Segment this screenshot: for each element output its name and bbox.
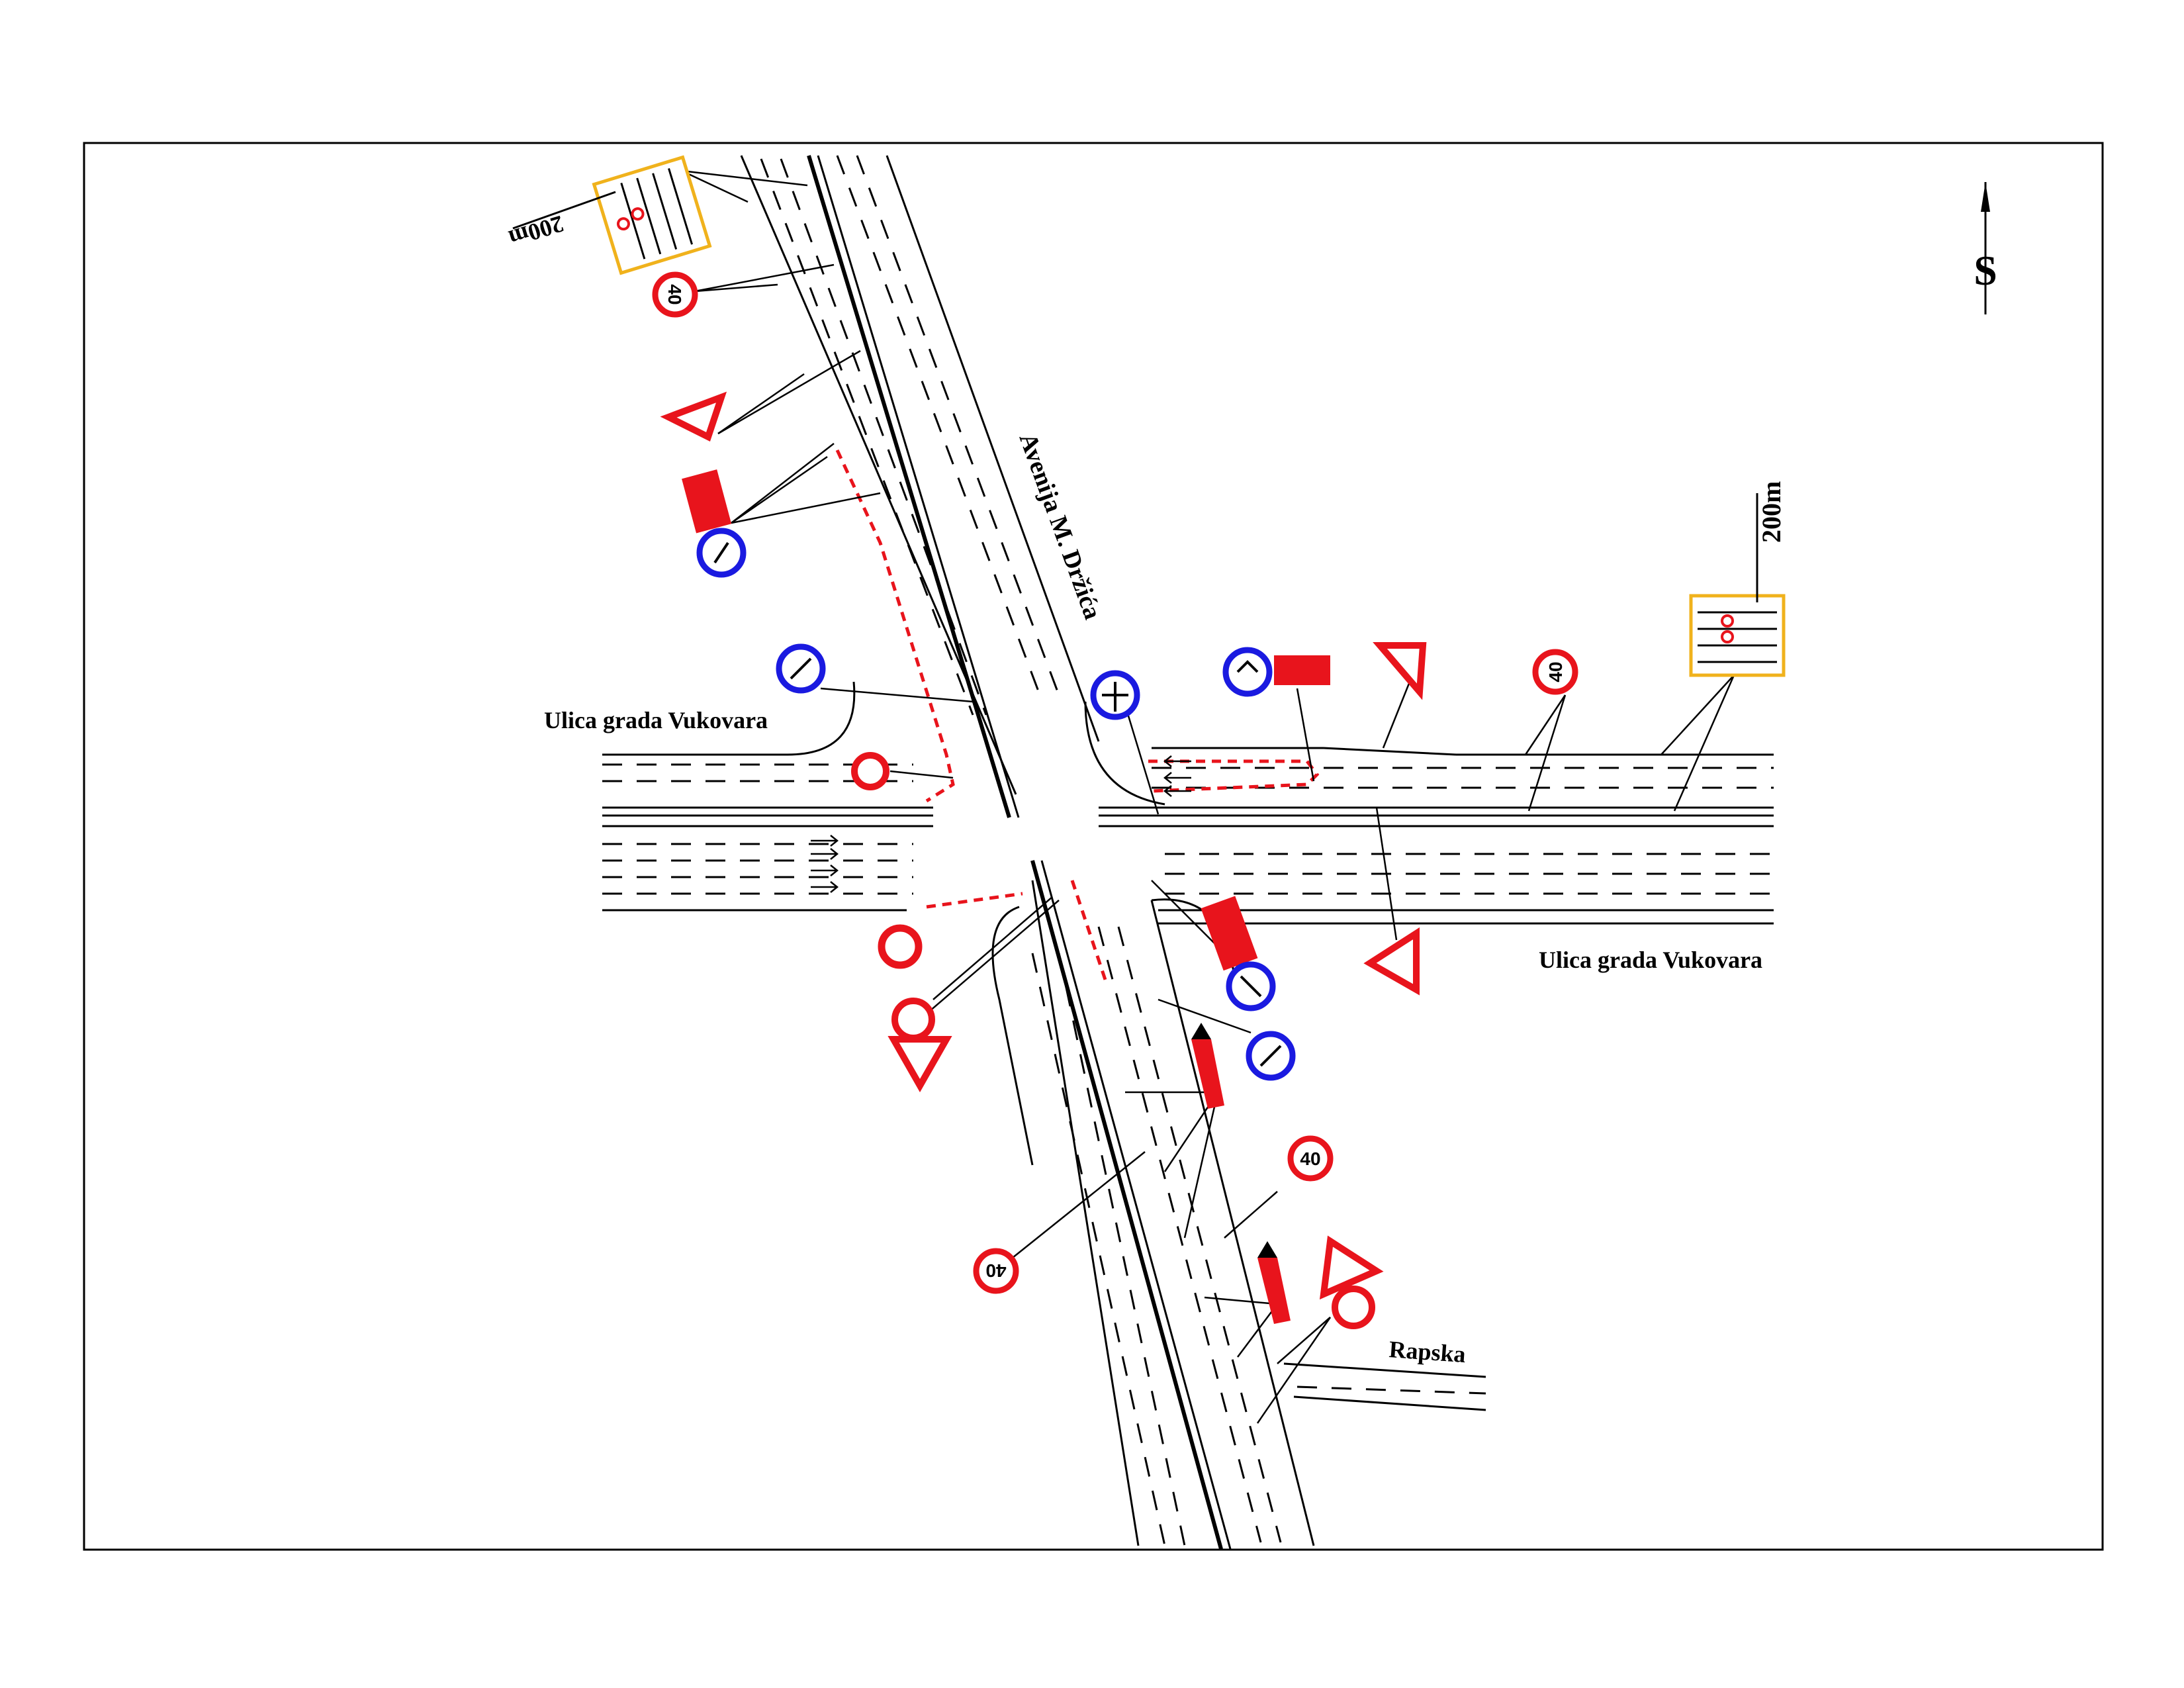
no-entry-sign xyxy=(1332,1286,1375,1329)
street-label-cross-west: Ulica grada Vukovara xyxy=(544,707,768,733)
info-panel-east xyxy=(1689,594,1786,677)
lane-arrows xyxy=(811,755,1191,893)
info-panel-north xyxy=(592,155,712,275)
distance-line-north xyxy=(512,191,616,230)
distance-label-east: 200m xyxy=(1756,481,1786,543)
keep-right-sign xyxy=(1246,1031,1296,1081)
speed-limit-value: 40 xyxy=(985,1260,1006,1281)
keep-right-sign xyxy=(776,643,826,694)
street-label-side: Rapska xyxy=(1388,1336,1467,1368)
keep-right-sign xyxy=(1226,961,1276,1011)
roadwork-barrier xyxy=(1274,655,1330,685)
speed-limit-value: 40 xyxy=(1300,1149,1320,1169)
roadwork-barrier xyxy=(1201,896,1258,971)
street-label-cross-east: Ulica grada Vukovara xyxy=(1539,947,1762,973)
direction-sign xyxy=(1090,670,1140,720)
speed-limit-value: 40 xyxy=(664,284,685,305)
no-entry-sign xyxy=(851,752,889,790)
distance-label-north: 200m xyxy=(506,211,567,252)
speed-limit-sign: 40 xyxy=(652,271,698,318)
warning-triangle-sign xyxy=(660,391,727,442)
speed-limit-value: 40 xyxy=(1545,661,1566,682)
cross-street xyxy=(602,747,1774,1411)
warning-triangle-sign xyxy=(1373,642,1427,700)
beacon-marker xyxy=(1257,1241,1291,1324)
warning-triangle-sign xyxy=(1319,1235,1384,1300)
sheet-border xyxy=(83,142,2104,1551)
direction-sign xyxy=(1222,647,1273,697)
north-arrow-letter: S xyxy=(1974,247,1997,294)
beacon-marker xyxy=(1191,1023,1224,1109)
speed-limit-sign: 40 xyxy=(1287,1135,1334,1182)
no-entry-sign xyxy=(891,998,935,1041)
speed-limit-sign: 40 xyxy=(973,1248,1019,1294)
leader-lines xyxy=(681,169,1735,1424)
warning-triangle-sign xyxy=(1363,927,1420,996)
street-label-avenue: Avenija M. Držića xyxy=(1014,430,1107,623)
north-arrow: S xyxy=(1974,182,1997,314)
keep-right-sign xyxy=(696,528,747,578)
avenue-road xyxy=(602,155,1315,1550)
roadwork-barrier xyxy=(682,469,732,534)
warning-triangle-sign xyxy=(887,1036,952,1093)
temporary-markings xyxy=(835,449,1320,980)
speed-limit-sign: 40 xyxy=(1532,649,1578,695)
no-entry-sign xyxy=(878,924,923,969)
